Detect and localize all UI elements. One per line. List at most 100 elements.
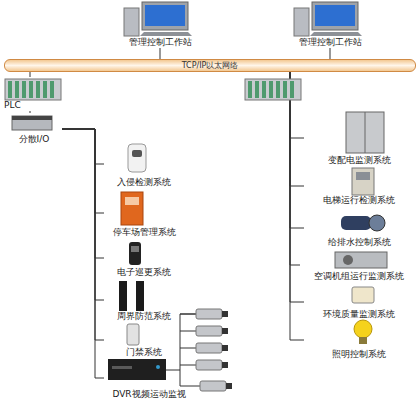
keyboard [310, 32, 362, 36]
system-box: 变配电监测系统 [304, 110, 414, 166]
pc-tower [294, 8, 309, 36]
node-label: 停车场管理系统 [113, 227, 176, 238]
node-label: 给排水控制系统 [328, 237, 391, 248]
plc-modules [8, 81, 54, 98]
plc-module [283, 81, 287, 98]
system-box: 环境质量监测系统 [304, 284, 414, 320]
node-label: 门禁系统 [126, 347, 162, 358]
camera-lens [222, 311, 228, 317]
pc-tower [124, 8, 139, 36]
parking-gate-icon [121, 192, 143, 225]
node-label: DVR视频运动监视 [112, 389, 185, 400]
connector-line [160, 48, 161, 59]
node-label: 变配电监测系统 [328, 155, 391, 166]
plc-rack [245, 79, 301, 100]
system-box: DVR视频运动监视 [104, 356, 194, 400]
camera-wire [166, 370, 180, 371]
env-sensor-icon [352, 287, 374, 303]
connector-line [330, 48, 331, 59]
connector-line [62, 129, 104, 213]
beam-post-icon [136, 281, 144, 311]
io-box: 分散I/O [6, 113, 62, 145]
bulb-icon [354, 320, 372, 338]
elevator-display [356, 172, 370, 180]
camera-icon [196, 360, 222, 370]
cabinet-icon [346, 112, 384, 153]
io-device-top [12, 116, 52, 120]
camera-lens [222, 345, 228, 351]
node-label: 入侵检测系统 [117, 177, 171, 188]
camera-icon [196, 343, 222, 353]
bulb-base [359, 337, 367, 344]
system-box: 门禁系统 [104, 322, 184, 358]
plc-module [262, 81, 266, 98]
system-box: 空调机组运行监测系统 [300, 248, 418, 282]
camera-group [196, 309, 232, 391]
plc-module [43, 81, 47, 98]
air-unit-fan [343, 255, 353, 265]
plc-module [248, 81, 252, 98]
node-label: 分散I/O [19, 134, 50, 145]
workstation-box: 管理控制工作站 [112, 0, 208, 48]
node-label: 电子巡更系统 [117, 267, 171, 278]
connector-line [30, 72, 31, 77]
network-band: TCP/IP以太网络 [4, 59, 416, 72]
monitor-screen [315, 5, 355, 26]
connector-line [62, 129, 104, 378]
connector-line [62, 129, 104, 340]
io-device [12, 116, 52, 130]
connector-line [290, 72, 304, 340]
plc-box: PLC [4, 77, 66, 111]
connector-line [290, 72, 304, 186]
node-label: TCP/IP以太网络 [182, 61, 239, 71]
card-reader-icon [127, 324, 139, 345]
system-box: 周界防范系统 [104, 278, 184, 322]
system-box: 电子巡更系统 [104, 238, 184, 278]
camera-icon [196, 326, 222, 336]
connector-line [290, 72, 300, 265]
camera-icon [196, 309, 222, 319]
system-box: 电梯运行检测系统 [304, 166, 414, 206]
connector-line [62, 129, 104, 300]
dvr-light [156, 365, 160, 369]
plc-module [8, 81, 12, 98]
keyboard [140, 32, 192, 36]
connector-line [290, 72, 304, 302]
plc-module [22, 81, 26, 98]
plc-rack [5, 79, 61, 100]
connector-line [30, 111, 31, 113]
plc-module [255, 81, 259, 98]
system-box: 照明控制系统 [304, 320, 414, 360]
connector-line [290, 72, 304, 138]
camera-lens [222, 362, 228, 368]
node-label: 周界防范系统 [117, 311, 171, 322]
connector-line [290, 72, 304, 228]
camera-lens [222, 328, 228, 334]
plc-module [269, 81, 273, 98]
camera-wire [180, 314, 181, 386]
node-label: 电梯运行检测系统 [323, 195, 395, 206]
dvr-icon [108, 359, 166, 380]
pump-icon [341, 216, 371, 230]
parking-gate-panel [125, 197, 139, 205]
connector-line [62, 129, 104, 258]
air-unit-icon [335, 252, 387, 268]
plc-modules [248, 81, 294, 98]
patrol-device-icon [129, 242, 141, 265]
cabinet-door [365, 112, 366, 153]
beam-post-icon [119, 281, 127, 311]
monitor-frame [142, 2, 188, 30]
camera-icon [200, 381, 226, 391]
node-label: 空调机组运行监测系统 [314, 271, 404, 282]
plc-module [29, 81, 33, 98]
node-label: 照明控制系统 [332, 349, 386, 360]
detector-lens [132, 150, 142, 157]
node-label: 管理控制工作站 [129, 37, 192, 48]
plc-module [276, 81, 280, 98]
dvr-slot [112, 366, 132, 369]
system-box: 给排水控制系统 [304, 208, 414, 248]
node-label: 管理控制工作站 [299, 37, 362, 48]
pump-head [369, 215, 385, 231]
node-label: PLC [4, 100, 21, 111]
